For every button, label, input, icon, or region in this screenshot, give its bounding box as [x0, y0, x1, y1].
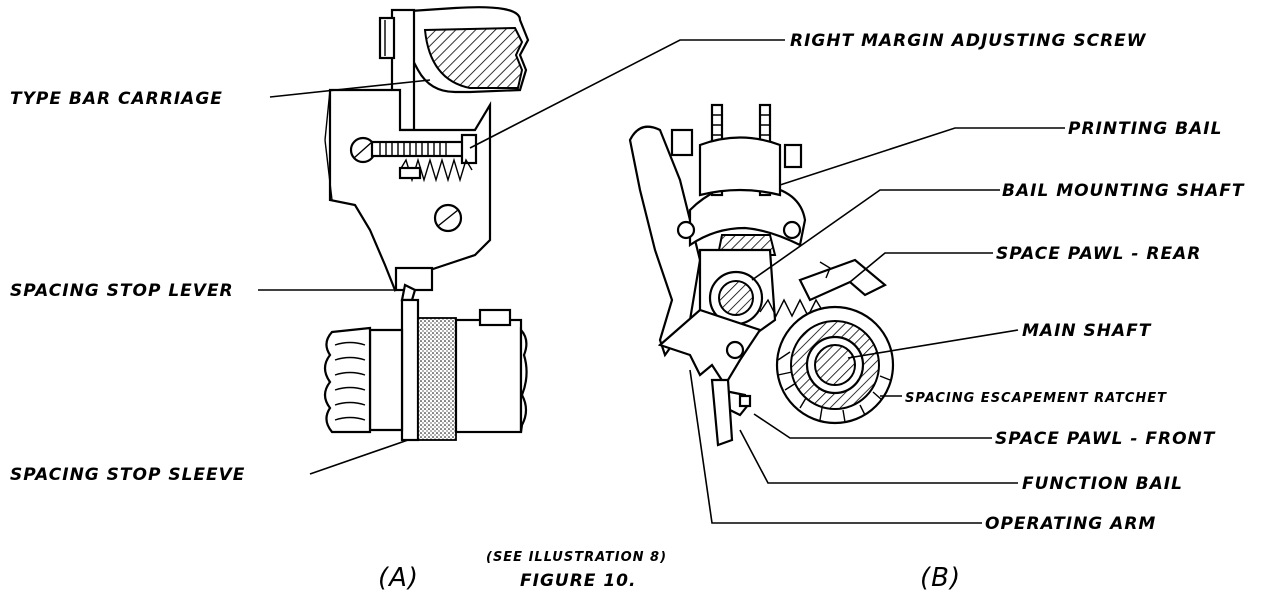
label-main-shaft: MAIN SHAFT — [1022, 321, 1152, 341]
label-right-margin-adjusting-screw: RIGHT MARGIN ADJUSTING SCREW — [790, 31, 1147, 51]
label-printing-bail: PRINTING BAIL — [1068, 119, 1222, 139]
view-a-leaders — [258, 39, 785, 475]
label-space-pawl-rear: SPACE PAWL - REAR — [996, 244, 1201, 264]
figure-note: (SEE ILLUSTRATION 8) — [486, 550, 667, 565]
label-spacing-stop-sleeve: SPACING STOP SLEEVE — [10, 465, 245, 485]
view-b-mechanism — [628, 103, 895, 447]
view-b-leaders — [689, 127, 1065, 524]
label-spacing-stop-lever: SPACING STOP LEVER — [10, 281, 234, 301]
label-function-bail: FUNCTION BAIL — [1022, 474, 1183, 494]
label-space-pawl-front: SPACE PAWL - FRONT — [995, 429, 1216, 449]
view-b-label: (B) — [920, 563, 961, 593]
view-a-label: (A) — [378, 563, 419, 593]
figure-title: FIGURE 10. — [520, 571, 636, 591]
label-operating-arm: OPERATING ARM — [985, 514, 1156, 534]
view-a-mechanism — [323, 6, 530, 442]
label-spacing-escapement-ratchet: SPACING ESCAPEMENT RATCHET — [905, 391, 1167, 406]
label-bail-mounting-shaft: BAIL MOUNTING SHAFT — [1002, 181, 1245, 201]
label-type-bar-carriage: TYPE BAR CARRIAGE — [10, 89, 223, 109]
